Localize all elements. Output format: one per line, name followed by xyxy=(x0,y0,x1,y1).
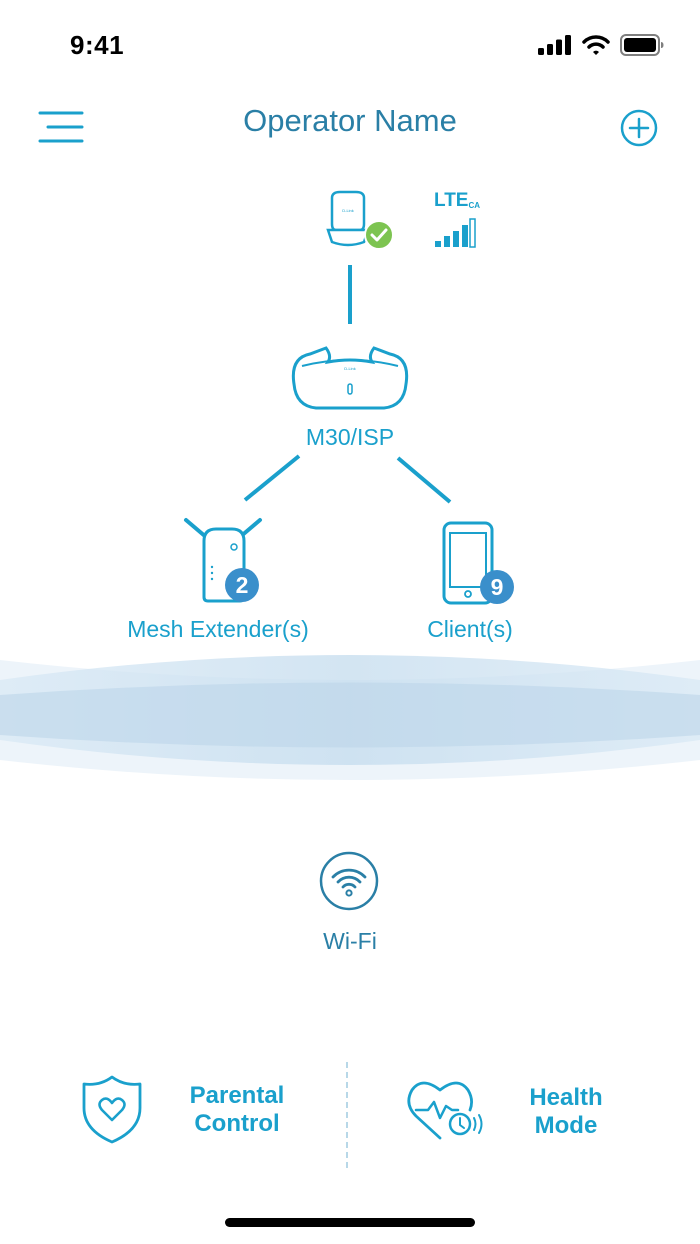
parental-control-line2: Control xyxy=(194,1110,280,1137)
parental-control-label: Parental Control xyxy=(170,1082,304,1138)
clients-node[interactable]: 9 xyxy=(440,520,520,606)
lte-label: LTECA xyxy=(434,190,480,212)
parental-control-button[interactable]: Parental Control xyxy=(70,1070,310,1150)
battery-icon xyxy=(620,34,664,56)
bottom-divider xyxy=(346,1062,348,1168)
health-mode-label: Health Mode xyxy=(514,1084,618,1140)
wave-band xyxy=(0,655,700,780)
add-button[interactable] xyxy=(620,109,658,147)
health-mode-button[interactable]: Health Mode xyxy=(400,1070,640,1150)
hamburger-menu-icon xyxy=(38,111,84,143)
parental-control-line1: Parental xyxy=(189,1082,285,1109)
status-icons xyxy=(538,34,664,56)
lte-label-main: LTE xyxy=(434,190,469,211)
router-label: M30/ISP xyxy=(305,424,395,450)
plus-circle-icon xyxy=(620,109,658,147)
wifi-label: Wi-Fi xyxy=(323,928,377,954)
shield-heart-icon xyxy=(82,1075,142,1144)
menu-button[interactable] xyxy=(38,110,84,144)
svg-text:D-Link: D-Link xyxy=(342,208,354,213)
status-time: 9:41 xyxy=(70,30,125,60)
router-node[interactable]: D-Link xyxy=(288,340,412,412)
svg-text:D-Link: D-Link xyxy=(344,366,356,371)
client-count-badge: 9 xyxy=(480,570,514,604)
topology-lines xyxy=(243,265,452,504)
lte-label-sub: CA xyxy=(468,201,481,210)
clients-label: Client(s) xyxy=(427,616,513,642)
health-mode-line1: Health xyxy=(529,1084,603,1111)
wifi-status-icon xyxy=(582,35,610,55)
health-mode-line2: Mode xyxy=(534,1112,598,1139)
lte-modem[interactable]: D-Link xyxy=(322,190,396,252)
wifi-icon xyxy=(319,851,379,911)
page-title: Operator Name xyxy=(243,103,457,138)
mesh-extender-label: Mesh Extender(s) xyxy=(127,616,309,642)
cellular-signal-icon xyxy=(538,35,571,55)
home-indicator xyxy=(225,1218,475,1227)
lte-signal-icon xyxy=(435,218,476,248)
heart-pulse-icon xyxy=(407,1081,483,1140)
wifi-button[interactable] xyxy=(318,850,380,912)
lte-modem-icon: D-Link xyxy=(326,190,370,247)
check-icon xyxy=(364,220,394,250)
extender-count-badge: 2 xyxy=(225,568,259,602)
mesh-extender-node[interactable]: 2 xyxy=(180,515,270,607)
router-icon: D-Link xyxy=(291,346,409,410)
